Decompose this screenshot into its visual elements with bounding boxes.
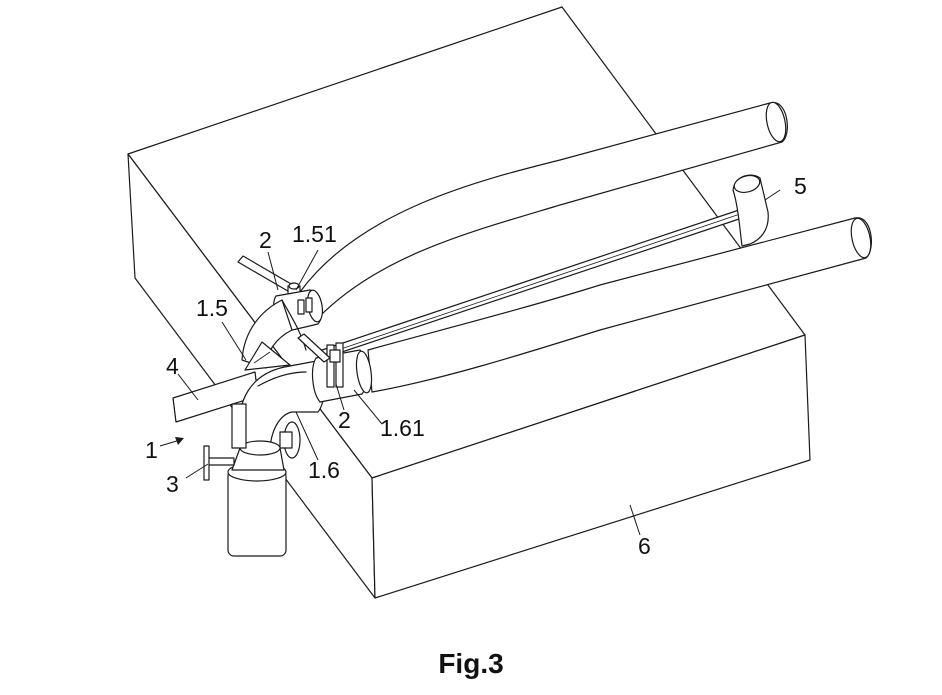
valve-handle-upper	[237, 255, 301, 301]
label-rail: 4	[166, 353, 179, 379]
leader-lines	[159, 189, 781, 536]
label-fitting-161: 1.61	[380, 415, 425, 441]
label-tank: 6	[638, 533, 651, 559]
figure-caption: Fig.3	[438, 648, 504, 679]
label-elbow-15: 1.5	[196, 295, 228, 321]
label-assembly: 1	[145, 437, 158, 463]
lower-hose	[367, 217, 872, 393]
tank	[127, 6, 811, 599]
bracket	[732, 174, 769, 247]
fitting-151	[272, 289, 324, 333]
label-tap: 3	[166, 471, 179, 497]
tap	[203, 445, 235, 481]
label-valve-b: 2	[338, 407, 351, 433]
upper-hose	[299, 101, 788, 319]
tee-deflector	[244, 341, 291, 371]
outlet-pipe	[227, 403, 287, 557]
label-bracket: 5	[794, 173, 807, 199]
valve-handle-lower	[297, 333, 331, 363]
label-valve-a: 2	[259, 227, 272, 253]
label-fitting-151: 1.51	[292, 221, 337, 247]
label-elbow-16: 1.6	[308, 457, 340, 483]
elbow-16	[237, 342, 373, 459]
